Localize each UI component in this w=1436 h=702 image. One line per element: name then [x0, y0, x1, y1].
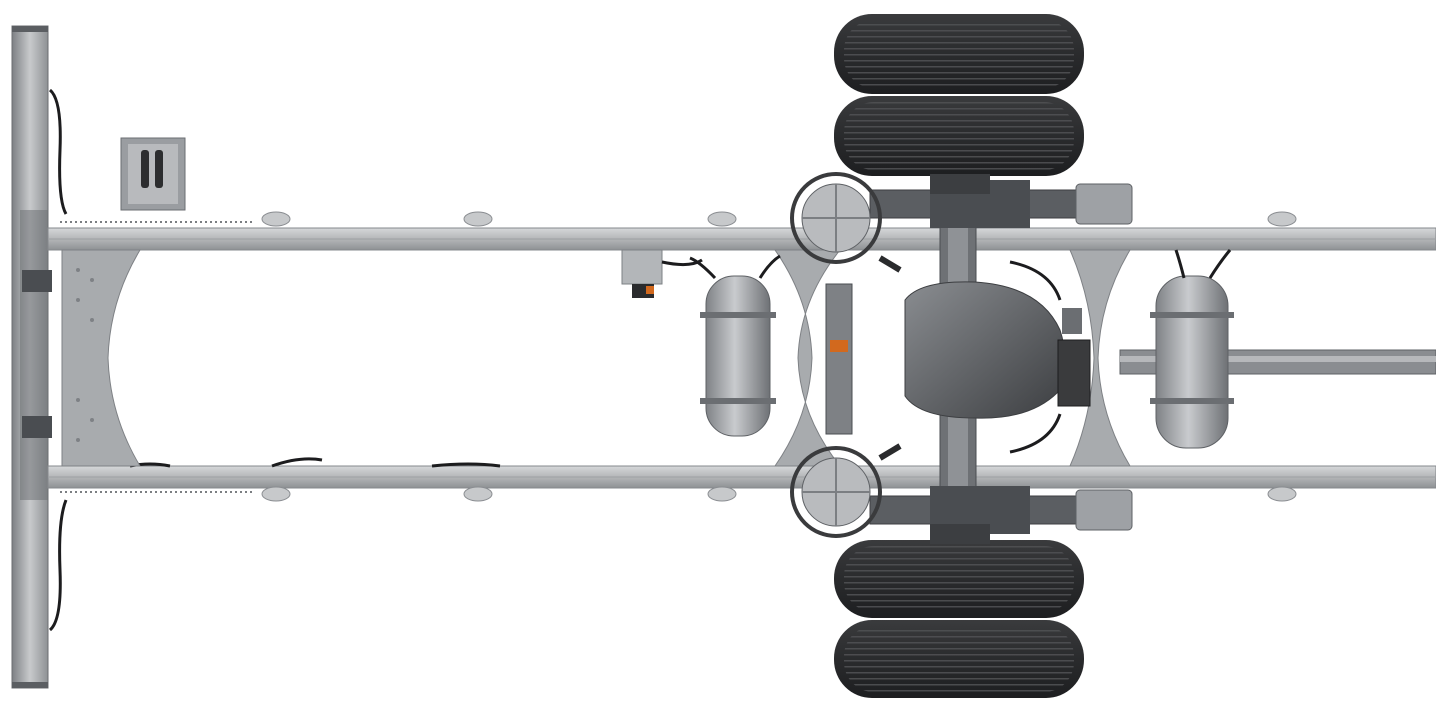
tire-top-outer — [834, 14, 1084, 94]
front-crossmember — [61, 249, 141, 467]
air-tank-front — [689, 254, 781, 437]
tire-top-inner — [834, 96, 1084, 176]
frame-rail-bottom — [47, 457, 1436, 502]
suspension-lower — [790, 446, 1133, 538]
battery-box — [120, 137, 186, 211]
valve-block — [621, 249, 703, 298]
shock-absorbers — [825, 255, 1062, 461]
wheel-hubs — [930, 174, 990, 544]
front-bumper — [11, 25, 68, 689]
air-tank-rear — [1150, 249, 1234, 449]
tire-bottom-inner — [834, 540, 1084, 618]
tire-bottom-outer — [834, 620, 1084, 698]
frame-rail-top — [47, 211, 1436, 251]
